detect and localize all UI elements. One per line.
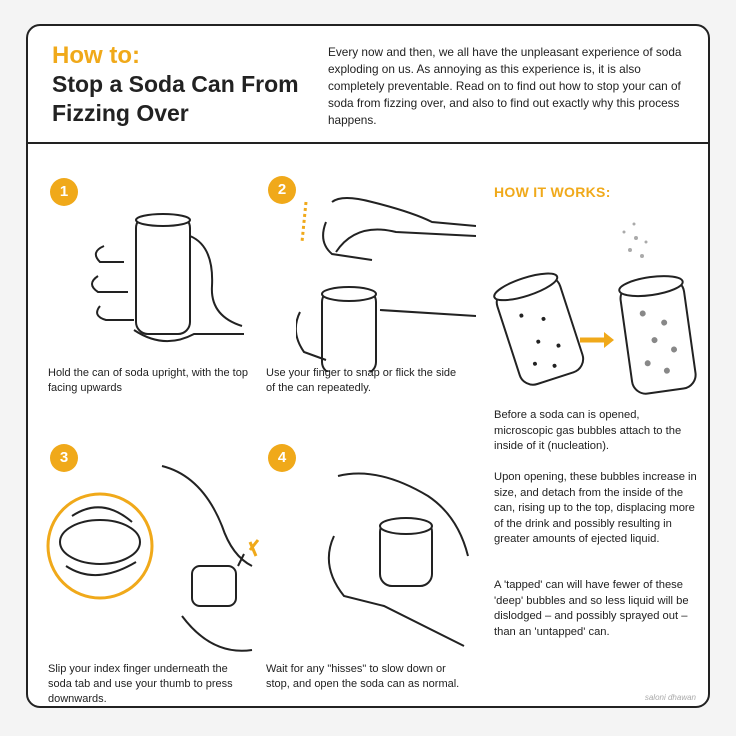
step-3-badge: 3 [50, 444, 78, 472]
how-it-works-paragraph-2: Upon opening, these bubbles increase in … [494, 471, 697, 545]
header: How to: Stop a Soda Can From Fizzing Ove… [28, 26, 708, 144]
step-4-illustration [327, 472, 469, 647]
step-4-text: Wait for any "hisses" to slow down or st… [266, 663, 460, 690]
step-2-badge: 2 [268, 176, 296, 204]
step-4-badge: 4 [268, 444, 296, 472]
step-1-text: Hold the can of soda upright, with the t… [48, 367, 248, 394]
motion-arrow-icon [300, 201, 308, 243]
step-1-badge: 1 [50, 178, 78, 206]
intro-paragraph: Every now and then, we all have the unpl… [328, 45, 682, 127]
open-can-illustration [618, 275, 697, 395]
step-3-illustration [46, 465, 260, 652]
step-1-illustration [91, 213, 244, 343]
how-it-works-paragraph-3: A 'tapped' can will have fewer of these … [494, 579, 689, 638]
fizz-bubbles-icon [622, 222, 648, 258]
how-it-works-heading: HOW IT WORKS: [494, 184, 611, 200]
how-it-works-paragraph-1: Before a soda can is opened, microscopic… [494, 409, 682, 452]
how-it-works-illustration [493, 222, 697, 395]
page-title: Stop a Soda Can From Fizzing Over [52, 71, 299, 126]
step-3-text: Slip your index finger underneath the so… [48, 663, 233, 705]
motion-arrow-icon [248, 539, 260, 557]
step-2-illustration [296, 197, 476, 372]
artist-credit: saloni dhawan [644, 693, 696, 702]
title-kicker: How to: [52, 42, 140, 69]
step-2-text: Use your finger to snap or flick the sid… [266, 367, 457, 394]
closed-can-illustration [493, 272, 585, 386]
infographic-card: How to: Stop a Soda Can From Fizzing Ove… [26, 24, 710, 708]
